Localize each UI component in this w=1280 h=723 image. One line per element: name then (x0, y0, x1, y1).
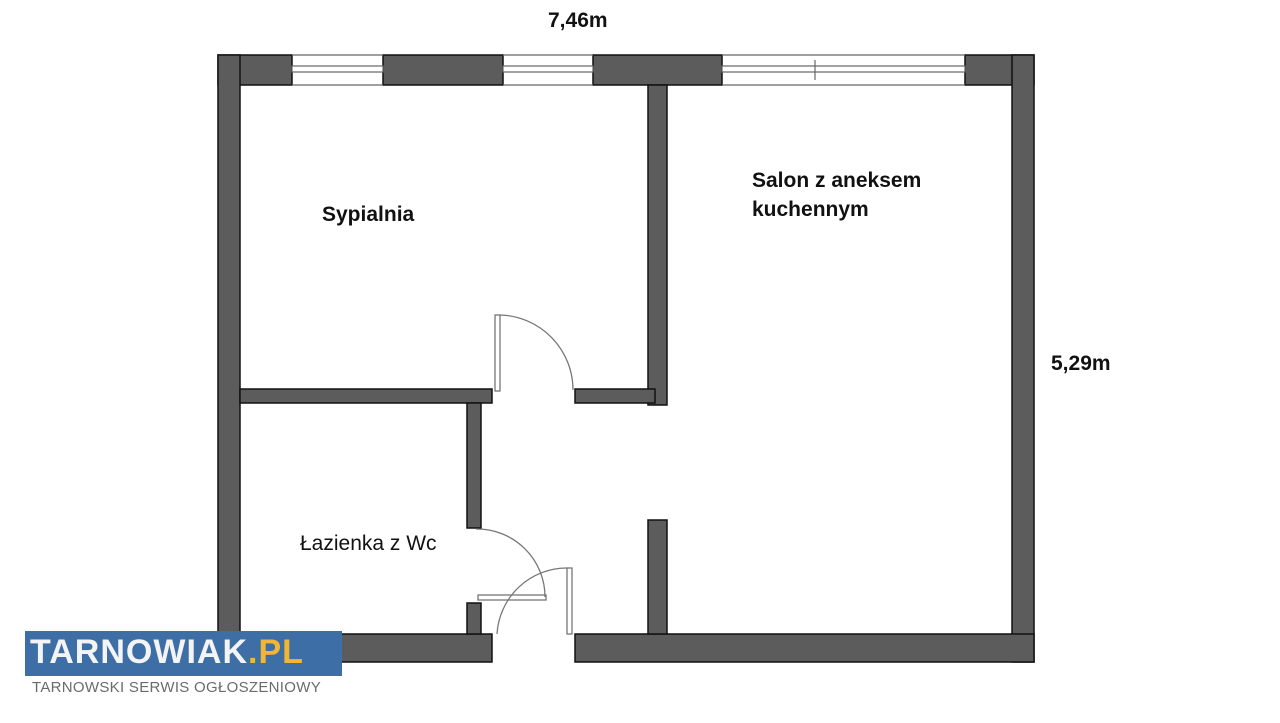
bathroom-door-swing (475, 528, 546, 598)
wall (574, 388, 656, 404)
window (502, 65, 594, 73)
logo-text: TARNOWIAK.PL (30, 633, 304, 672)
room-label-living-1: Salon z aneksem (752, 169, 922, 192)
entrance-door-leaf (566, 567, 573, 635)
logo: TARNOWIAK.PL (25, 631, 342, 676)
wall (466, 402, 482, 529)
wall (466, 602, 482, 635)
wall (1011, 54, 1035, 663)
doors (475, 314, 574, 635)
bathroom-door-leaf (477, 594, 547, 601)
logo-suffix: .PL (248, 633, 304, 671)
wall (592, 54, 723, 86)
room-label-bedroom: Sypialnia (322, 203, 415, 226)
window (721, 65, 966, 73)
windows (291, 54, 966, 86)
width-dimension: 7,46m (548, 9, 608, 32)
window (291, 65, 384, 73)
wall (217, 54, 241, 663)
height-dimension: 5,29m (1051, 352, 1111, 375)
logo-main: TARNOWIAK (30, 633, 248, 671)
bedroom-door-leaf (494, 314, 501, 392)
wall (239, 388, 493, 404)
wall (647, 84, 668, 406)
room-label-living-2: kuchennym (752, 198, 869, 221)
logo-tagline: TARNOWSKI SERWIS OGŁOSZENIOWY (32, 679, 322, 696)
room-label-bathroom: Łazienka z Wc (300, 532, 437, 555)
wall (574, 633, 1035, 663)
entrance-door-swing (496, 567, 568, 635)
bedroom-door-swing (499, 314, 574, 391)
wall (382, 54, 504, 86)
wall (647, 519, 668, 635)
